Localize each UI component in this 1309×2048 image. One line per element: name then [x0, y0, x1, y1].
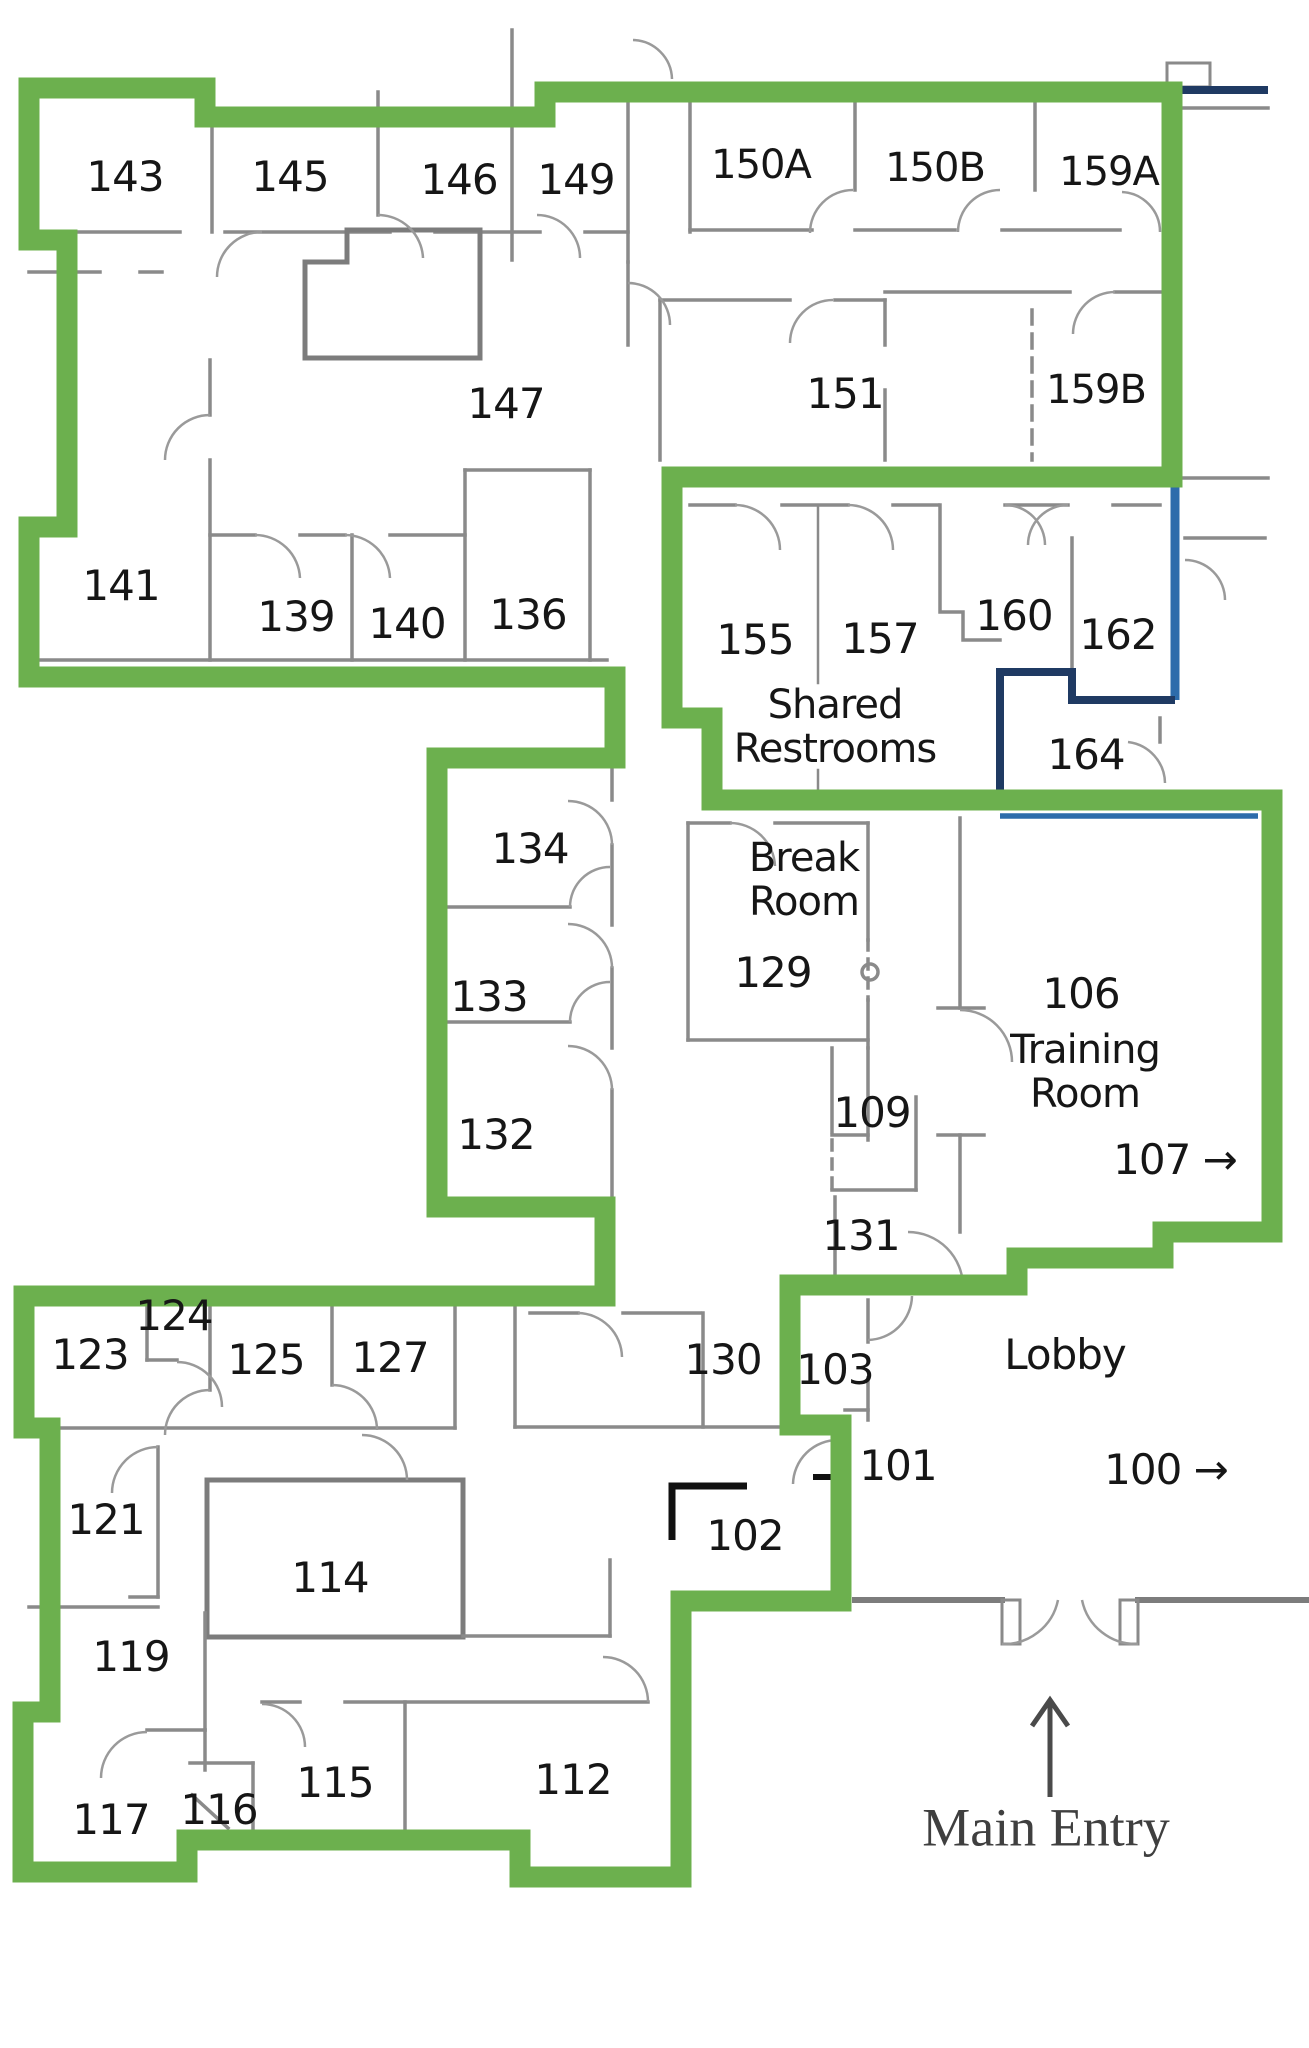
room-label-149: 149 [537, 154, 615, 204]
room-label-159B: 159B [1046, 367, 1147, 413]
room-label-123: 123 [51, 1329, 129, 1379]
room-label-147: 147 [467, 378, 545, 428]
room-label-100-arrow: 100 → [1104, 1444, 1229, 1494]
room-label-119: 119 [92, 1631, 170, 1681]
room-label-132: 132 [457, 1109, 535, 1159]
room-label-140: 140 [368, 598, 446, 648]
room-label-116: 116 [180, 1784, 258, 1834]
door-arcs [99, 38, 1227, 1779]
room-label-150B: 150B [885, 145, 986, 191]
room-label-107-arrow: 107 → [1113, 1134, 1238, 1184]
walls [27, 28, 1309, 1847]
room-label-151: 151 [806, 368, 884, 418]
room-label-162: 162 [1079, 609, 1157, 659]
blue-wall-staircase [996, 668, 1175, 793]
room-label-146: 146 [420, 154, 498, 204]
room-label-103: 103 [796, 1344, 874, 1394]
room-label-127: 127 [351, 1332, 429, 1382]
main-entry-up-arrow-icon [1029, 1695, 1071, 1797]
room-label-115: 115 [296, 1757, 374, 1807]
room-102-corner-mark [668, 1474, 833, 1540]
area-label-training-room: Training Room [1010, 1027, 1161, 1117]
room-label-164: 164 [1047, 729, 1125, 779]
room-label-102: 102 [706, 1510, 784, 1560]
room-label-145: 145 [251, 151, 329, 201]
room-label-114: 114 [291, 1552, 369, 1602]
room-label-157: 157 [841, 613, 919, 663]
room-label-117: 117 [72, 1794, 150, 1844]
area-label-lobby: Lobby [1004, 1329, 1127, 1379]
room-label-101: 101 [859, 1440, 937, 1490]
room-label-130: 130 [684, 1334, 762, 1384]
room-label-141: 141 [82, 560, 160, 610]
area-label-shared-restrooms: Shared Restrooms [733, 682, 937, 772]
suite-outline-highlight [12, 77, 1283, 1888]
room-label-125: 125 [227, 1334, 305, 1384]
main-entry-label: Main Entry [922, 1797, 1170, 1858]
room-label-160: 160 [975, 590, 1053, 640]
room-label-124: 124 [135, 1290, 213, 1340]
room-label-150A: 150A [711, 142, 812, 188]
room-label-136: 136 [489, 589, 567, 639]
room-label-121: 121 [67, 1494, 145, 1544]
room-label-133: 133 [450, 971, 528, 1021]
room-label-155: 155 [716, 614, 794, 664]
room-label-106: 106 [1042, 968, 1120, 1018]
room-label-139: 139 [257, 591, 335, 641]
room-label-129: 129 [734, 947, 812, 997]
blue-accent-walls [996, 86, 1268, 819]
room-label-112: 112 [534, 1754, 612, 1804]
room-label-131: 131 [822, 1210, 900, 1260]
room-label-159A: 159A [1059, 149, 1160, 195]
area-label-break-room: Break Room [748, 835, 860, 925]
room-label-109: 109 [833, 1087, 911, 1137]
room-label-134: 134 [491, 823, 569, 873]
room-label-143: 143 [86, 151, 164, 201]
